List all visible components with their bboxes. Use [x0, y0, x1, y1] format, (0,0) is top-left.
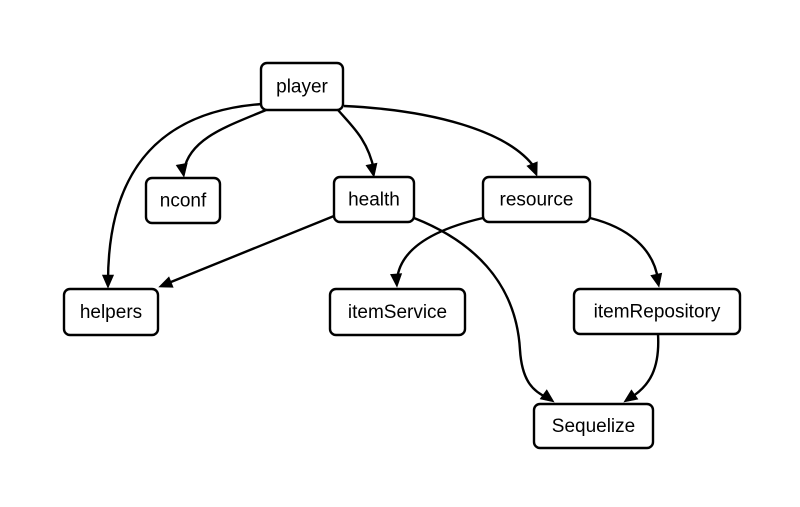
- node-box[interactable]: [572, 287, 742, 336]
- edge-player-nconf: [175, 108, 267, 178]
- node-box[interactable]: [259, 61, 345, 112]
- node-player[interactable]: player: [259, 61, 345, 112]
- edge-player-resource: [343, 104, 538, 177]
- node-itemService[interactable]: itemService: [328, 287, 467, 337]
- node-box[interactable]: [481, 175, 592, 224]
- node-box[interactable]: [332, 175, 416, 224]
- edge-player-helpers: [101, 102, 263, 289]
- node-box[interactable]: [532, 402, 655, 450]
- node-helpers[interactable]: helpers: [62, 287, 160, 337]
- arrow-head-icon: [158, 276, 174, 288]
- node-box[interactable]: [328, 287, 467, 337]
- edge-line: [413, 216, 549, 400]
- nodes-layer: player nconf health resource helpers itemServ…: [62, 61, 742, 450]
- node-label: nconf: [160, 191, 207, 212]
- node-Sequelize[interactable]: Sequelize: [532, 402, 655, 450]
- edge-resource-itemRepository: [589, 216, 663, 288]
- node-box[interactable]: [144, 176, 222, 225]
- edge-health-sequelize: [413, 216, 555, 403]
- arrow-head-icon: [539, 389, 555, 403]
- arrow-head-icon: [623, 389, 639, 403]
- node-label: itemRepository: [594, 302, 721, 323]
- node-label: resource: [500, 190, 574, 211]
- edge-line: [343, 104, 536, 169]
- node-label: player: [276, 77, 328, 98]
- arrow-head-icon: [526, 161, 538, 177]
- edge-line: [589, 216, 660, 281]
- edge-line: [629, 333, 660, 400]
- node-label: itemService: [348, 302, 447, 323]
- edge-player-health: [337, 109, 378, 178]
- edge-line: [337, 109, 376, 171]
- edge-line: [182, 108, 267, 171]
- node-label: Sequelize: [552, 416, 635, 437]
- edge-line: [395, 216, 484, 281]
- edge-health-helpers: [158, 214, 335, 288]
- edge-line: [165, 214, 335, 286]
- arrow-head-icon: [101, 274, 115, 289]
- node-label: health: [348, 190, 400, 211]
- node-box[interactable]: [62, 287, 160, 337]
- edge-resource-itemService: [390, 216, 484, 288]
- arrow-head-icon: [365, 162, 378, 178]
- edge-line: [106, 102, 263, 283]
- node-label: helpers: [80, 302, 142, 323]
- arrow-head-icon: [390, 273, 403, 288]
- node-itemRepository[interactable]: itemRepository: [572, 287, 742, 336]
- arrow-head-icon: [650, 272, 663, 288]
- node-nconf[interactable]: nconf: [144, 176, 222, 225]
- arrow-head-icon: [175, 162, 188, 178]
- edges-layer: [101, 102, 663, 403]
- node-resource[interactable]: resource: [481, 175, 592, 224]
- node-health[interactable]: health: [332, 175, 416, 224]
- edge-itemRepository-sequelize: [623, 333, 660, 403]
